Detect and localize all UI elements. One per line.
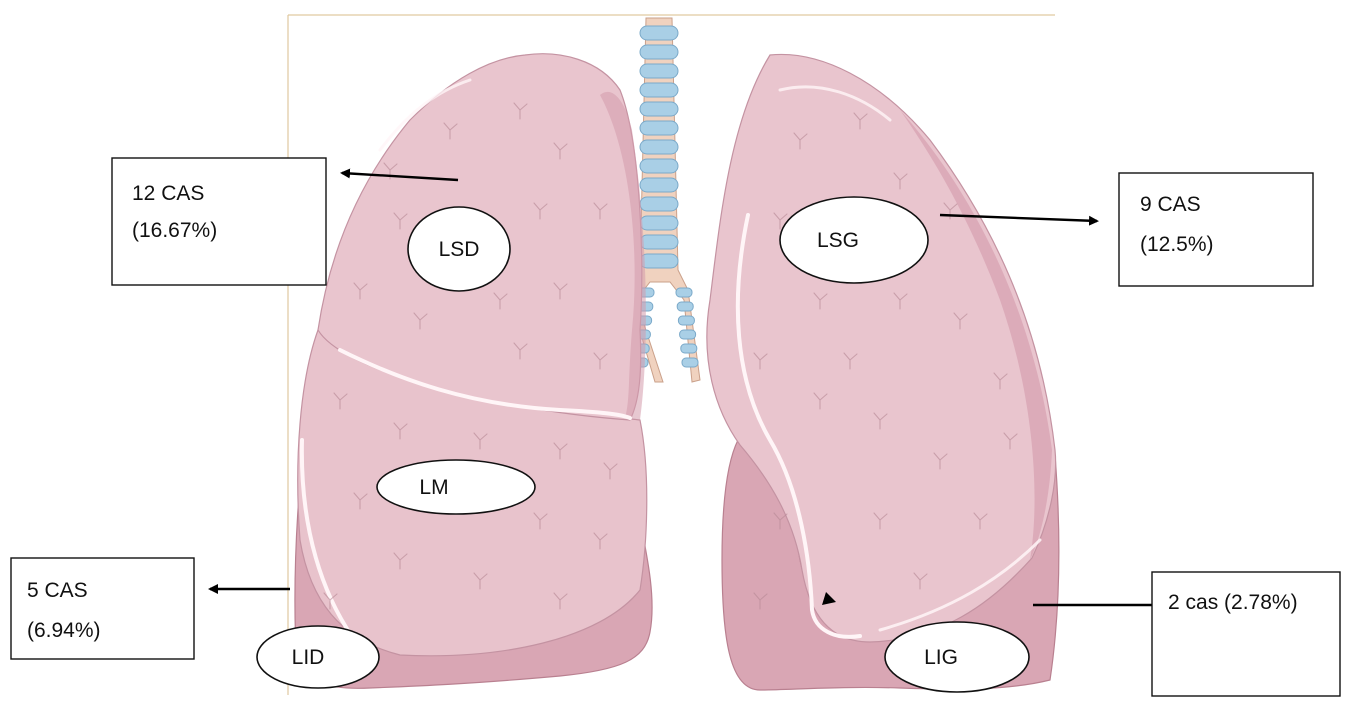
callout-lsg: 9 CAS (12.5%): [1119, 173, 1313, 286]
trachea-ring: [640, 159, 678, 173]
callout-lsg-count: 9 CAS: [1140, 193, 1201, 216]
left-lung: [707, 54, 1059, 690]
lobe-label-lid: LID: [257, 626, 379, 688]
bronchus-ring-left: [676, 288, 692, 297]
bronchus-ring-left: [680, 330, 696, 339]
trachea-ring: [640, 102, 678, 116]
trachea-ring: [640, 197, 678, 211]
callout-lid: 5 CAS (6.94%): [11, 558, 194, 659]
lobe-lig-text: LIG: [924, 646, 958, 669]
trachea-ring: [640, 26, 678, 40]
callout-lid-count: 5 CAS: [27, 579, 88, 602]
trachea-ring: [640, 235, 678, 249]
right-lung: [295, 54, 652, 689]
trachea-ring: [640, 254, 678, 268]
lobe-lm-text: LM: [419, 476, 448, 499]
bronchus-ring-left: [682, 358, 698, 367]
lobe-label-lsd: LSD: [408, 207, 510, 291]
lobe-lid-text: LID: [292, 646, 325, 669]
trachea-ring: [640, 121, 678, 135]
callout-lig: 2 cas (2.78%): [1152, 572, 1340, 696]
trachea-ring: [640, 178, 678, 192]
callout-lsd: 12 CAS (16.67%): [112, 158, 326, 285]
callout-lid-percent: (6.94%): [27, 619, 101, 642]
trachea-ring: [640, 64, 678, 78]
callout-lsd-percent: (16.67%): [132, 219, 217, 242]
lobe-label-lig: LIG: [885, 622, 1029, 692]
lobe-label-lsg: LSG: [780, 197, 928, 283]
callout-lig-text: 2 cas (2.78%): [1168, 591, 1298, 614]
trachea-ring: [640, 83, 678, 97]
trachea-ring: [640, 216, 678, 230]
callout-lsd-count: 12 CAS: [132, 182, 204, 205]
trachea-ring: [640, 45, 678, 59]
bronchus-ring-left: [677, 302, 693, 311]
bronchus-ring-left: [681, 344, 697, 353]
lobe-lsg-text: LSG: [817, 229, 859, 252]
trachea-ring: [640, 140, 678, 154]
callout-lsg-percent: (12.5%): [1140, 233, 1214, 256]
lobe-lsd-text: LSD: [439, 238, 480, 261]
bronchus-ring-left: [678, 316, 694, 325]
lobe-label-lm: LM: [377, 460, 535, 514]
